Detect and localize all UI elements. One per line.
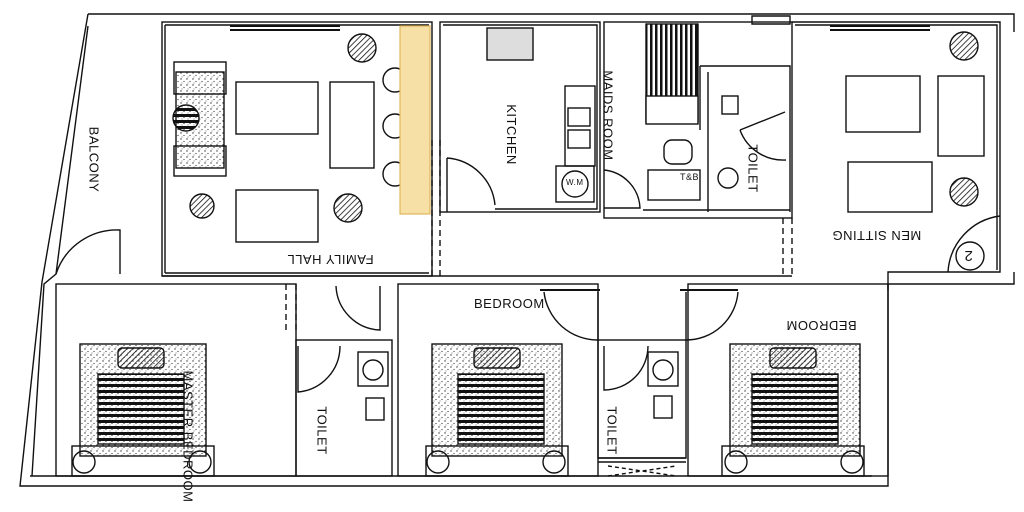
- room-label-toilet-middle: TOILET: [604, 405, 620, 455]
- room-label-bedroom-right: BEDROOM: [786, 318, 857, 333]
- section-marker-number: 2: [964, 247, 973, 264]
- bedroom-right-door: [685, 291, 739, 341]
- balcony-door: [55, 229, 121, 275]
- master-door: [335, 285, 381, 331]
- outer-wall: [88, 13, 1015, 32]
- room-label-kitchen: KITCHEN: [503, 104, 519, 165]
- men-sitting-wall: [792, 21, 1001, 290]
- kitchen-door: [446, 157, 496, 212]
- room-label-bedroom-middle: BEDROOM: [474, 296, 545, 311]
- room-label-men-sitting: MEN SITTING: [832, 228, 922, 243]
- room-label-toilet-master: TOILET: [314, 405, 330, 455]
- men-door: [947, 215, 1001, 273]
- maids-room-wall: [603, 21, 793, 219]
- washing-machine-label: W.M: [566, 178, 584, 187]
- master-toilet-door: [297, 345, 341, 393]
- bedroom-mid-door: [543, 291, 599, 341]
- room-label-master-bedroom: MASTER BEDROOM: [179, 370, 195, 502]
- room-label-balcony: BALCONY: [85, 126, 101, 192]
- outer-wall-left: [19, 13, 1015, 487]
- room-label-toilet-maids: TOILET: [745, 143, 761, 193]
- kitchen-wall: [439, 21, 601, 213]
- master-toilet-wall: [295, 339, 393, 477]
- bar-counter: [399, 25, 431, 215]
- maids-toilet-door: [739, 111, 787, 161]
- tub-basin-label: T&B: [680, 172, 700, 182]
- room-label-family-hall: FAMILY HALL: [287, 252, 374, 267]
- mid-toilet-door: [603, 345, 649, 391]
- room-label-maids-room: MAIDS ROOM: [600, 69, 616, 161]
- maids-door: [603, 169, 641, 209]
